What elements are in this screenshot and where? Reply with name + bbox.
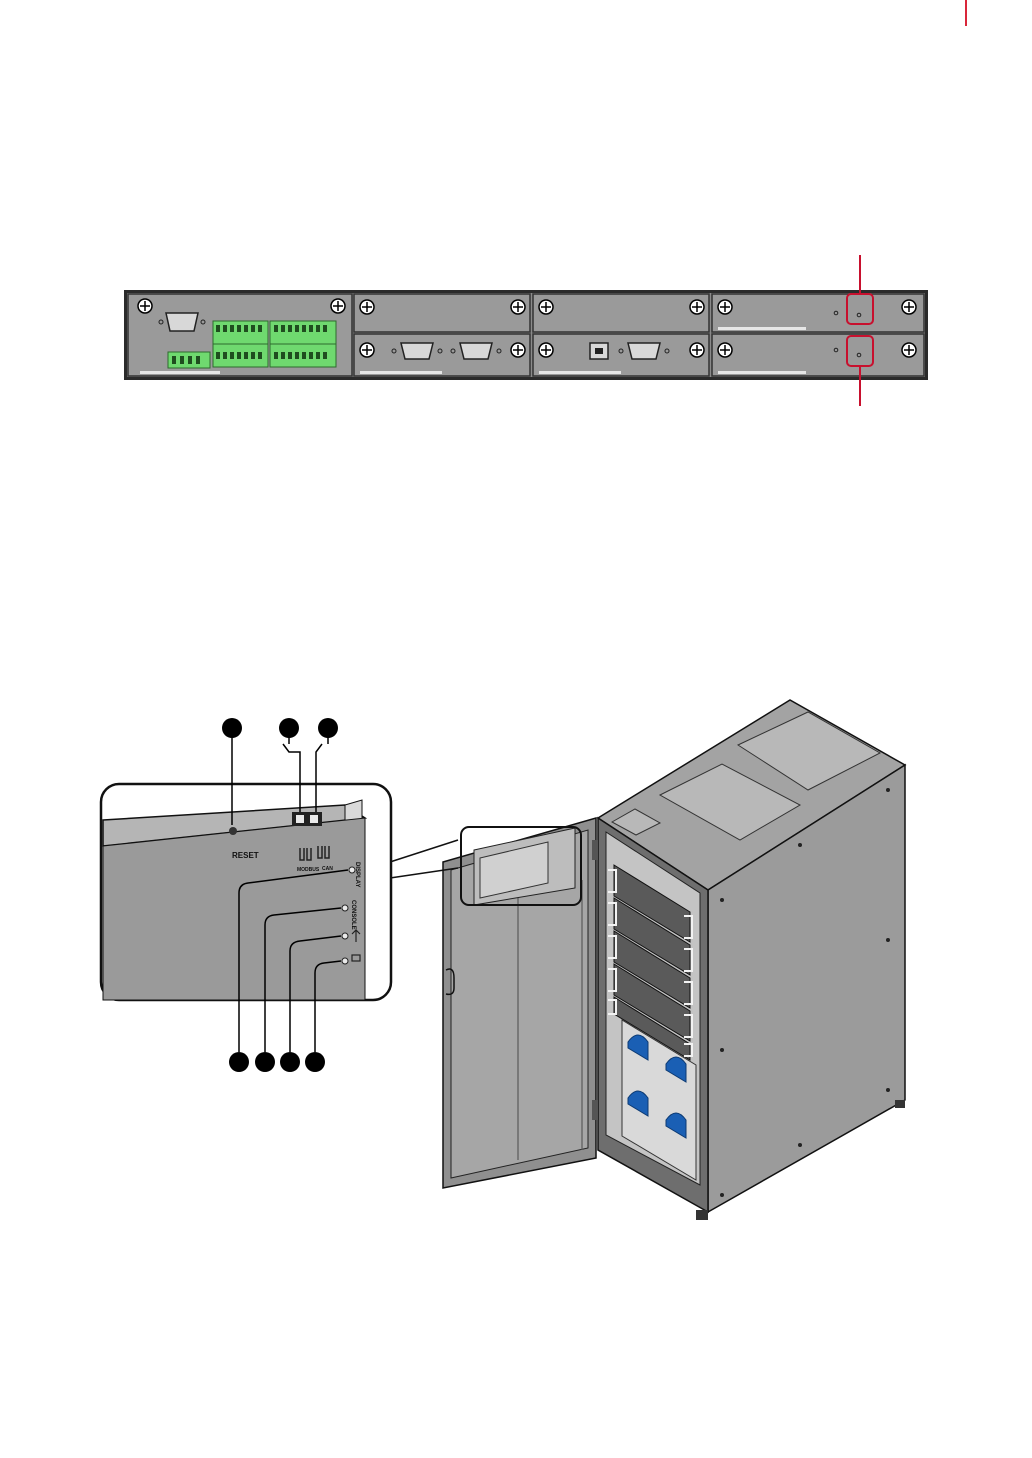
- modbus-label: MODBUS: [297, 867, 320, 873]
- callout-marker: [229, 1052, 249, 1072]
- callout-source-frame: [461, 827, 581, 905]
- display-label: DISPLAY: [354, 862, 360, 887]
- network-icon: [352, 955, 360, 961]
- usb-icon: [352, 930, 360, 942]
- callout-marker: [279, 718, 299, 738]
- comm-module-bottom-1: [354, 334, 530, 376]
- callout-marker: [305, 1052, 325, 1072]
- callout-bubbles: [222, 718, 338, 1072]
- console-port[interactable]: [342, 905, 348, 911]
- display-port[interactable]: [349, 867, 355, 873]
- serial-port-icon: [401, 343, 433, 359]
- usb-port[interactable]: [342, 933, 348, 939]
- screw-icon: [138, 299, 152, 313]
- serial-port-icon: [628, 343, 660, 359]
- breaker-panel: [622, 1020, 696, 1180]
- callout-marker: [222, 718, 242, 738]
- breaker-handle-icon: [628, 1091, 648, 1116]
- reset-label: RESET: [232, 851, 259, 860]
- screw-icon: [331, 299, 345, 313]
- breaker-handle-icon: [628, 1035, 648, 1060]
- can-label: CAN: [322, 866, 333, 872]
- detail-callout: RESET MODBUS CAN DISPLAY CONSOLE: [101, 784, 391, 1000]
- breaker-handle-icon: [666, 1113, 686, 1138]
- callout-marker: [280, 1052, 300, 1072]
- callout-marker: [318, 718, 338, 738]
- comm-module-bottom-3: [712, 334, 924, 376]
- callout-marker: [255, 1052, 275, 1072]
- comm-module-bottom-2: [533, 334, 709, 376]
- cabinet-door: [443, 818, 598, 1188]
- console-label: CONSOLE: [350, 900, 356, 930]
- power-module-stack: [608, 865, 692, 1060]
- network-port[interactable]: [342, 958, 348, 964]
- rear-panel-figure: [0, 0, 1032, 430]
- comm-module-top-2: [533, 294, 709, 332]
- comm-module-top-1: [354, 294, 530, 332]
- io-module: [128, 294, 352, 376]
- comm-module-top-3: [712, 294, 924, 332]
- serial-port-icon: [460, 343, 492, 359]
- ups-cabinet: [598, 700, 905, 1220]
- dip-switch[interactable]: [292, 812, 322, 826]
- breaker-handle-icon: [666, 1057, 686, 1082]
- callout-leaders: [232, 737, 348, 1052]
- reset-button[interactable]: [229, 827, 237, 835]
- monitoring-module: [474, 828, 575, 905]
